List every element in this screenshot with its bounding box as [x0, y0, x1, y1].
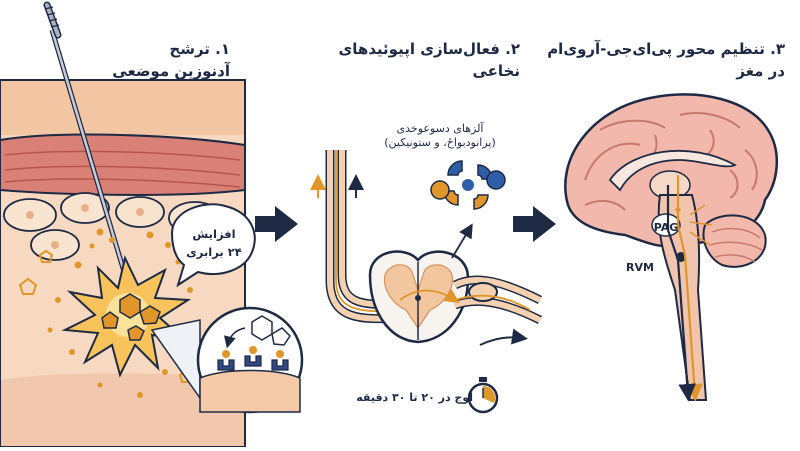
spinal-cord-cross-section	[368, 250, 470, 344]
panel1-title: ۱. ترشح آدنوزین موضعی	[10, 38, 230, 82]
panel3-title-line1: ۳. تنظیم محور پی‌ای‌جی-آروی‌ام	[547, 40, 785, 58]
enzymes-line1: آلزهای دسوعوخدی	[396, 122, 484, 135]
panel3-title-line2: در مغز	[736, 62, 785, 80]
arrow-panel2-to-panel3	[513, 206, 556, 242]
receptor-icon	[217, 355, 289, 371]
adenosine-burst	[61, 255, 192, 378]
pag-label: PAG	[654, 221, 679, 234]
epidermis-layer	[0, 80, 245, 135]
bubble-line2: ۲۴ برابری	[186, 245, 241, 259]
enzyme-cluster-icon	[430, 160, 506, 210]
rvm-label: RVM	[626, 261, 654, 274]
enzymes-line2: (پرانودبواځ، و ستونیکین)	[384, 136, 496, 149]
acupuncture-needle-icon	[43, 1, 131, 286]
panel1-title-line2: آدنوزین موضعی	[112, 62, 230, 80]
pag-region	[651, 213, 681, 237]
increase-bubble: افزایش ۲۴ برابری	[170, 203, 256, 288]
adenosine-molecule-icon	[101, 293, 161, 341]
peak-time-label: اوج در ۲۰ تا ۳۰ دقیقه	[356, 391, 473, 404]
stopwatch-icon	[467, 377, 499, 414]
muscle-layer	[0, 133, 245, 196]
arrow-panel1-to-panel2	[255, 206, 298, 242]
bubble-line1: افزایش	[192, 227, 235, 241]
brain-sagittal	[564, 93, 779, 402]
receptor-zoom-inset	[150, 306, 304, 414]
scattered-molecules	[47, 228, 193, 398]
enzymes-note: آلزهای دسوعوخدی (پرانودبواځ، و ستونیکین)	[370, 122, 510, 150]
panel1-title-line1: ۱. ترشح	[169, 40, 230, 58]
dorsal-root-ganglion	[399, 223, 543, 346]
panel3-title: ۳. تنظیم محور پی‌ای‌جی-آروی‌ام در مغز	[545, 38, 785, 82]
panel2-title: ۲. فعال‌سازی اپیوئیدهای نخاعی	[338, 40, 520, 80]
